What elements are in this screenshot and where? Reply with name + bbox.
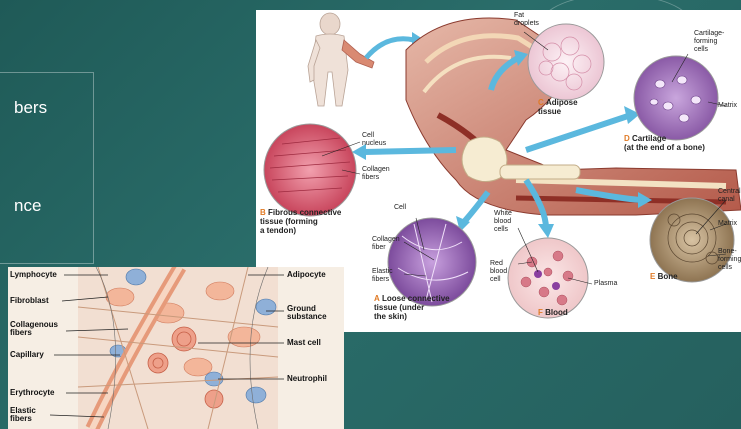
label-elastic-fibers-loose: Elastic fibers (372, 268, 393, 284)
caption-fibrous-connective-tissue: B Fibrous connective tissue (forming a t… (260, 208, 341, 235)
label-capillary: Capillary (10, 351, 44, 359)
label-collagen-fibers-fibrous: Collagen fibers (362, 166, 390, 182)
label-matrix-cartilage: Matrix (718, 102, 737, 110)
caption-cartilage: D Cartilage (at the end of a bone) (624, 134, 705, 152)
human-figure-icon (308, 13, 374, 106)
label-cartilage-forming-cells: Cartilage- forming cells (694, 30, 724, 54)
label-mast-cell: Mast cell (287, 339, 321, 347)
label-erythrocyte: Erythrocyte (10, 389, 54, 397)
loose-tissue-circle (388, 218, 476, 306)
label-matrix-bone: Matrix (718, 220, 737, 228)
label-fibroblast: Fibroblast (10, 297, 49, 305)
loose-connective-tissue-diagram: Lymphocyte Fibroblast Collagenous fibers… (8, 267, 344, 429)
label-red-blood-cell: Red blood cell (490, 260, 507, 284)
adipose-tissue-circle (528, 24, 604, 100)
caption-bone: E Bone (650, 272, 678, 281)
cartilage-circle (634, 56, 718, 140)
loose-tissue-illustration (8, 267, 344, 429)
blood-circle (508, 238, 588, 318)
label-plasma: Plasma (594, 280, 617, 288)
label-cell: Cell (394, 204, 406, 212)
caption-blood: F Blood (538, 308, 568, 317)
label-bone-forming-cells: Bone- forming cells (718, 248, 741, 272)
label-collagen-fiber: Collagen fiber (372, 236, 400, 252)
text-fragment-nce: nce (14, 196, 41, 216)
label-cell-nucleus: Cell nucleus (362, 132, 386, 148)
label-ground-substance: Ground substance (287, 305, 327, 321)
label-central-canal: Central canal (718, 188, 741, 204)
text-fragment-bers: bers (14, 98, 47, 118)
label-elastic-fibers: Elastic fibers (10, 407, 36, 423)
label-white-blood-cells: White blood cells (494, 210, 512, 234)
caption-loose-connective-tissue: A Loose connective tissue (under the ski… (374, 294, 450, 321)
label-fat-droplets: Fat droplets (514, 12, 539, 28)
label-lymphocyte: Lymphocyte (10, 271, 57, 279)
label-neutrophil: Neutrophil (287, 375, 327, 383)
label-adipocyte: Adipocyte (287, 271, 326, 279)
label-collagenous-fibers: Collagenous fibers (10, 321, 58, 337)
caption-adipose-tissue: C Adipose tissue (538, 98, 578, 116)
